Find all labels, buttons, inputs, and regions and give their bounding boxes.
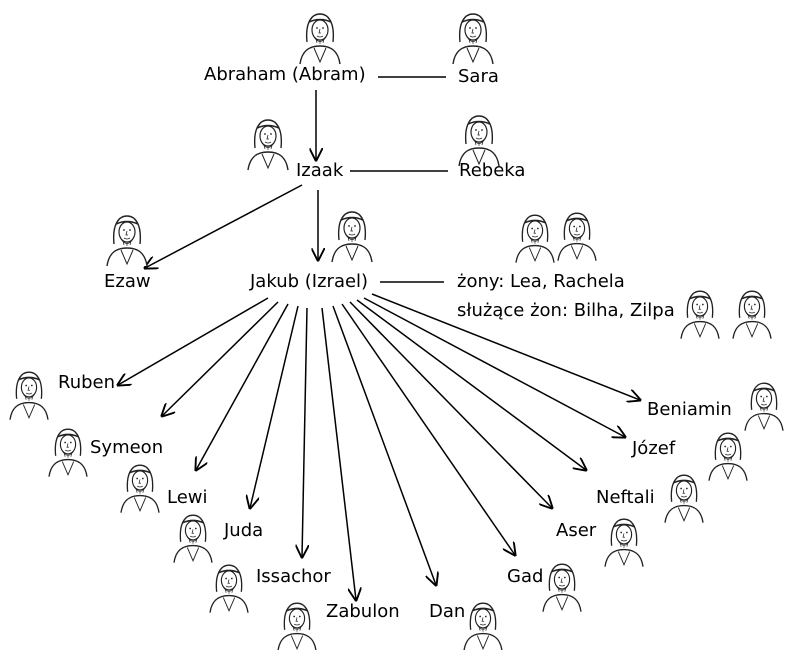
- son-label-jozef: Józef: [632, 438, 676, 459]
- son-label-ruben: Ruben: [58, 372, 116, 393]
- person-portrait-icon: [732, 290, 772, 339]
- arrow-jakub-zabulon: [321, 307, 356, 600]
- son-label-issachor: Issachor: [256, 566, 331, 587]
- person-portrait-icon: [452, 13, 494, 65]
- person-portrait-icon: [48, 428, 88, 477]
- arrow-jakub-ruben: [118, 297, 269, 385]
- arrow-jakub-issachor: [302, 307, 307, 557]
- person-label-rebeka: Rebeka: [459, 160, 526, 181]
- arrow-jakub-lewi: [196, 303, 289, 470]
- arrow-jakub-beniamin: [371, 293, 640, 400]
- son-label-symeon: Symeon: [90, 437, 164, 458]
- arrow-jakub-symeon: [162, 301, 279, 416]
- person-label-abraham: Abraham (Abram): [204, 64, 366, 85]
- person-portrait-icon: [173, 514, 213, 563]
- arrow-jakub-juda: [250, 305, 299, 508]
- person-portrait-icon: [9, 371, 49, 420]
- person-portrait-icon: [331, 211, 373, 263]
- person-portrait-icon: [299, 13, 341, 65]
- person-portrait-icon: [542, 563, 582, 612]
- person-portrait-icon: [680, 290, 720, 339]
- person-portrait-icon: [557, 212, 597, 261]
- arrow-jakub-aser: [349, 301, 552, 508]
- son-label-dan: Dan: [429, 601, 466, 622]
- person-portrait-icon: [277, 602, 317, 650]
- person-label-izaak: Izaak: [296, 160, 344, 181]
- person-portrait-icon: [708, 432, 748, 481]
- son-label-aser: Aser: [556, 520, 597, 541]
- handmaids-label: służące żon: Bilha, Zilpa: [457, 300, 675, 321]
- arrow-izaak-ezaw: [145, 184, 303, 268]
- son-label-neftali: Neftali: [596, 487, 655, 508]
- son-label-gad: Gad: [507, 566, 544, 587]
- arrow-jakub-neftali: [356, 299, 586, 470]
- person-label-ezaw: Ezaw: [104, 271, 151, 292]
- arrow-jakub-jozef: [363, 297, 625, 437]
- person-portrait-icon: [209, 564, 249, 613]
- person-portrait-icon: [463, 602, 503, 650]
- son-label-juda: Juda: [224, 520, 264, 541]
- person-portrait-icon: [247, 119, 289, 171]
- person-label-jakub: Jakub (Izrael): [250, 271, 369, 292]
- person-label-sara: Sara: [458, 66, 499, 87]
- son-label-beniamin: Beniamin: [647, 399, 732, 420]
- son-label-zabulon: Zabulon: [326, 601, 400, 622]
- person-portrait-icon: [744, 382, 784, 431]
- arrow-jakub-dan: [332, 305, 436, 585]
- person-portrait-icon: [515, 214, 555, 263]
- person-portrait-icon: [604, 518, 644, 567]
- person-portrait-icon: [106, 215, 148, 267]
- son-label-lewi: Lewi: [167, 487, 208, 508]
- arrow-jakub-gad: [341, 303, 515, 555]
- person-portrait-icon: [664, 474, 704, 523]
- wives-label: żony: Lea, Rachela: [457, 271, 625, 292]
- person-portrait-icon: [120, 464, 160, 513]
- person-portrait-icon: [458, 115, 500, 167]
